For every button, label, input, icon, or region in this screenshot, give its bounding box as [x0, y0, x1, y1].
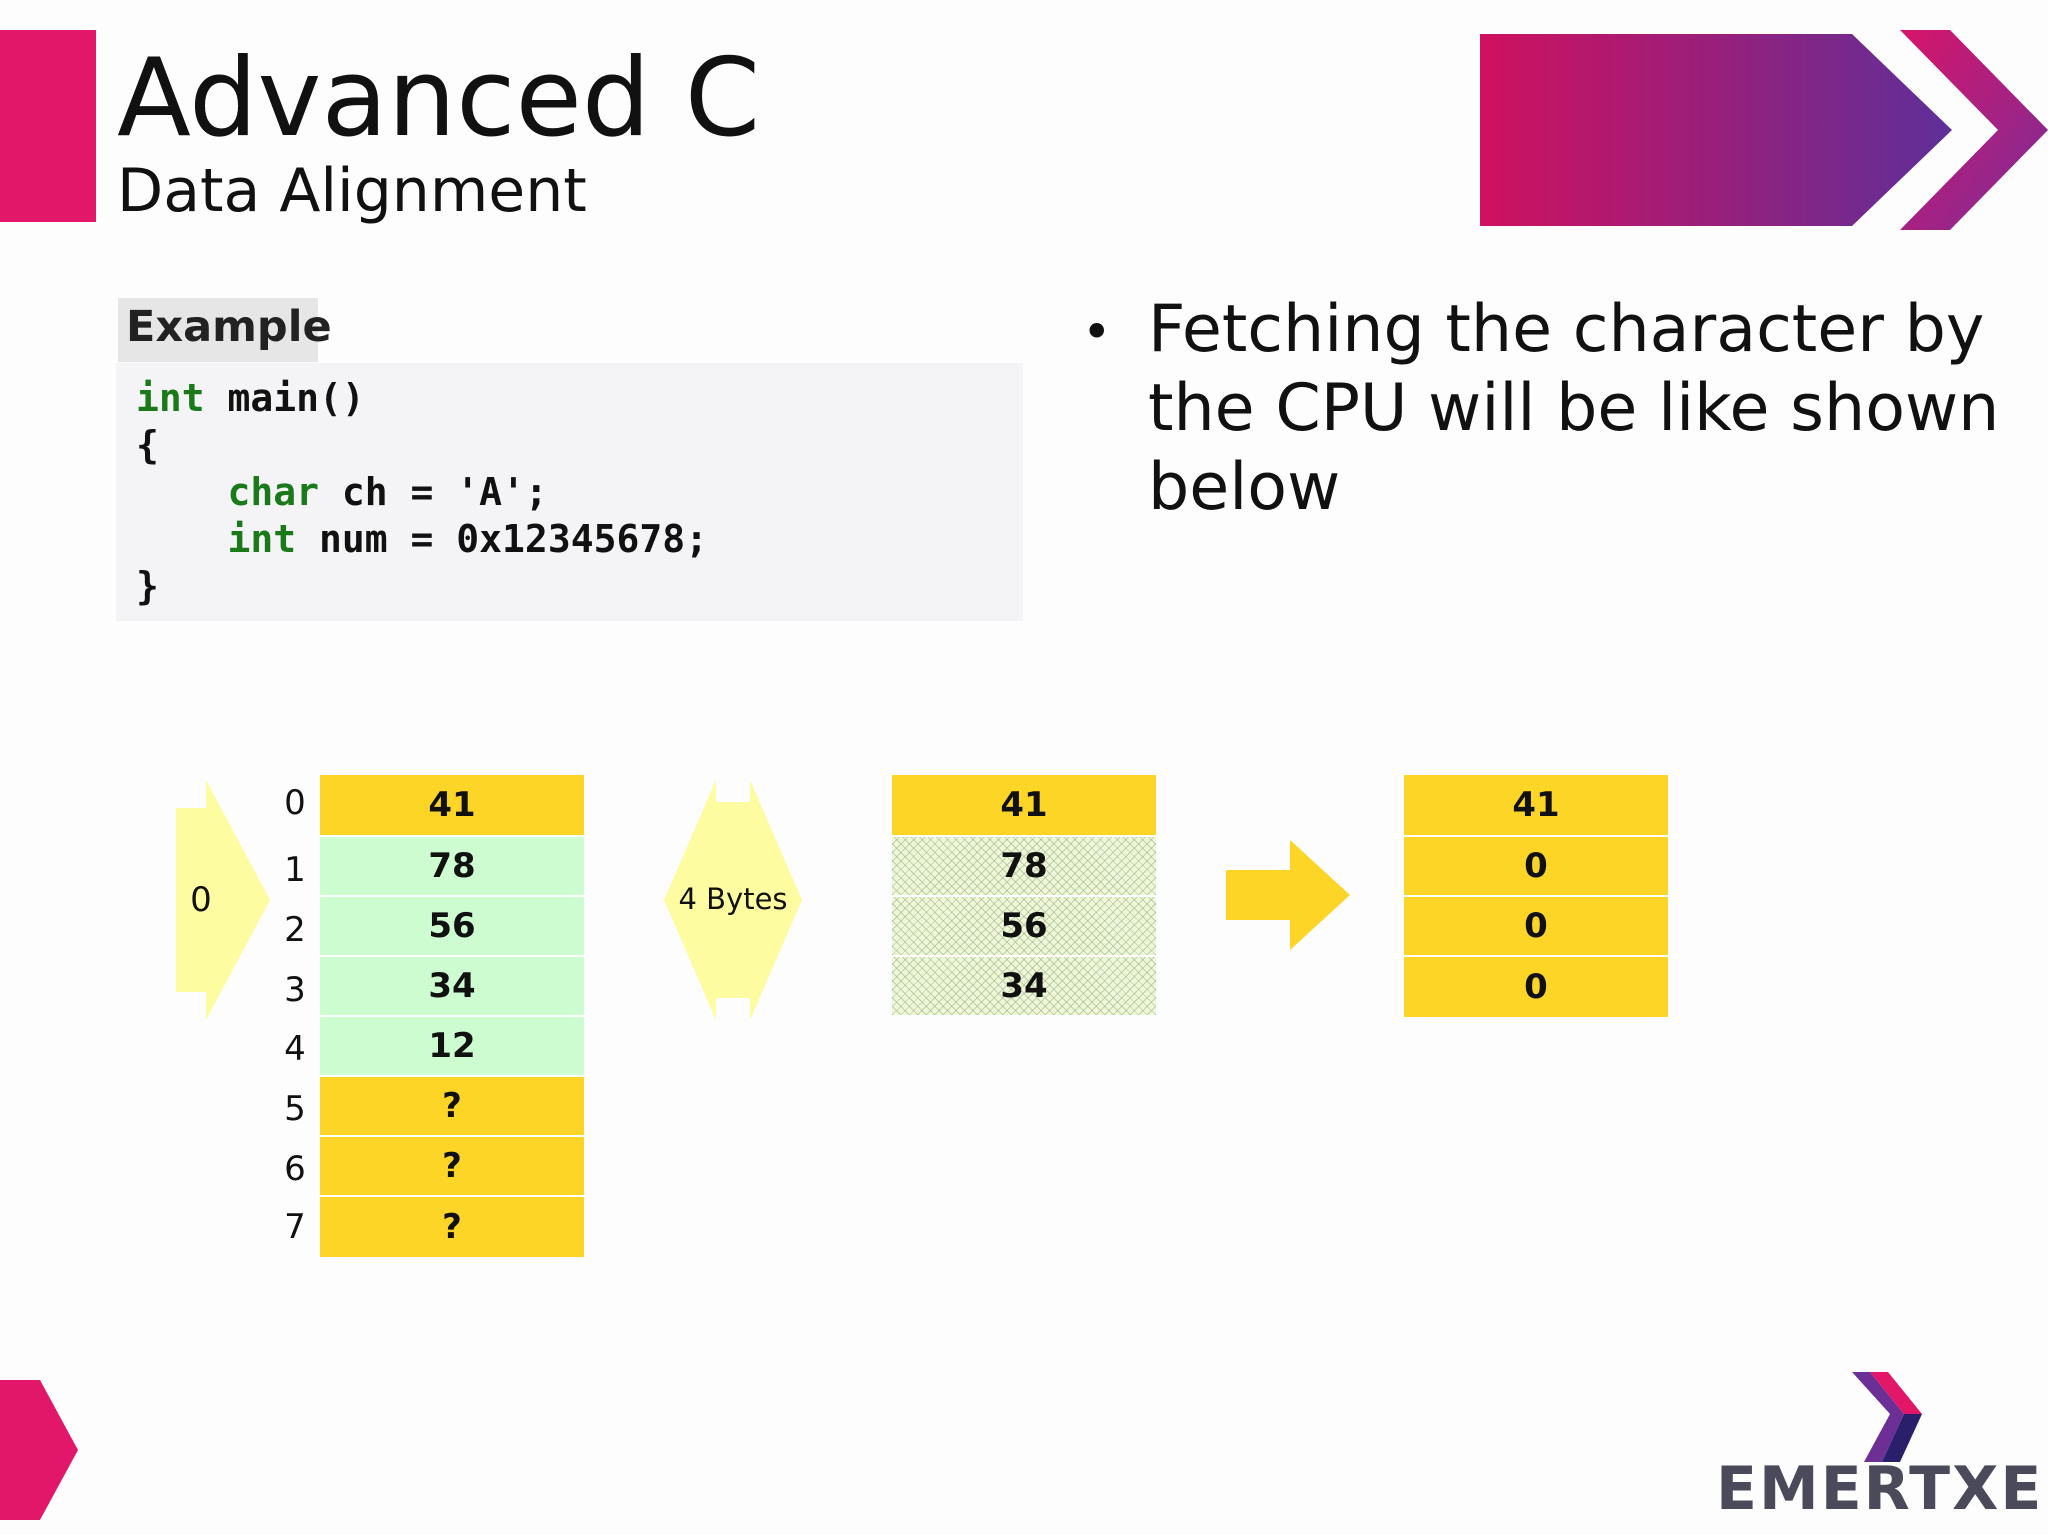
- code-line: int num = 0x12345678;: [227, 517, 708, 561]
- example-tab: Example: [118, 298, 332, 362]
- result-cell: 41: [1404, 775, 1668, 835]
- fetched-cell: 41: [892, 775, 1156, 835]
- memory-index: 4: [284, 1029, 306, 1069]
- memory-index: 1: [284, 850, 306, 890]
- memory-cell: 12: [320, 1017, 584, 1075]
- bullet-dot: •: [1082, 303, 1112, 361]
- bullet-text: Fetching the character by the CPU will b…: [1148, 292, 2000, 525]
- memory-cell: 78: [320, 837, 584, 895]
- result-cell: 0: [1404, 897, 1668, 955]
- code-line: {: [136, 423, 159, 467]
- memory-index: 6: [284, 1149, 306, 1189]
- start-address-label: 0: [190, 880, 212, 920]
- logo-mark-icon: [1852, 1372, 1922, 1462]
- code-block: int main() { char ch = 'A'; int num = 0x…: [116, 363, 1023, 621]
- start-address-arrow: [176, 780, 270, 1020]
- footer-chevron: [0, 1380, 78, 1520]
- result-cell: 0: [1404, 957, 1668, 1017]
- memory-cell: ?: [320, 1077, 584, 1135]
- code-line: int main(): [136, 376, 365, 420]
- code-line: char ch = 'A';: [227, 470, 548, 514]
- code-line: }: [136, 564, 159, 608]
- memory-cell: ?: [320, 1137, 584, 1195]
- slide-subtitle: Data Alignment: [117, 156, 587, 226]
- memory-cell: 56: [320, 897, 584, 955]
- fetched-cell: 34: [892, 957, 1156, 1015]
- memory-index: 3: [284, 970, 306, 1010]
- fetch-width-arrow: [664, 780, 802, 1020]
- fetch-width-label: 4 Bytes: [678, 882, 788, 916]
- memory-index: 7: [284, 1207, 306, 1247]
- result-cell: 0: [1404, 837, 1668, 895]
- header-chevron-banner: [1480, 30, 2048, 230]
- memory-cell: ?: [320, 1197, 584, 1257]
- memory-index: 2: [284, 910, 306, 950]
- emertxe-logo: EMERTXE: [1716, 1372, 2041, 1522]
- fetched-cell: 78: [892, 837, 1156, 895]
- memory-cell: 34: [320, 957, 584, 1015]
- header-accent-bar: [0, 30, 96, 222]
- logo-text: EMERTXE: [1716, 1454, 2044, 1524]
- memory-index: 5: [284, 1089, 306, 1129]
- memory-cell: 41: [320, 775, 584, 835]
- fetched-cell: 56: [892, 897, 1156, 955]
- slide-title: Advanced C: [117, 36, 761, 161]
- memory-index: 0: [284, 783, 306, 823]
- right-arrow-icon: [1226, 840, 1350, 950]
